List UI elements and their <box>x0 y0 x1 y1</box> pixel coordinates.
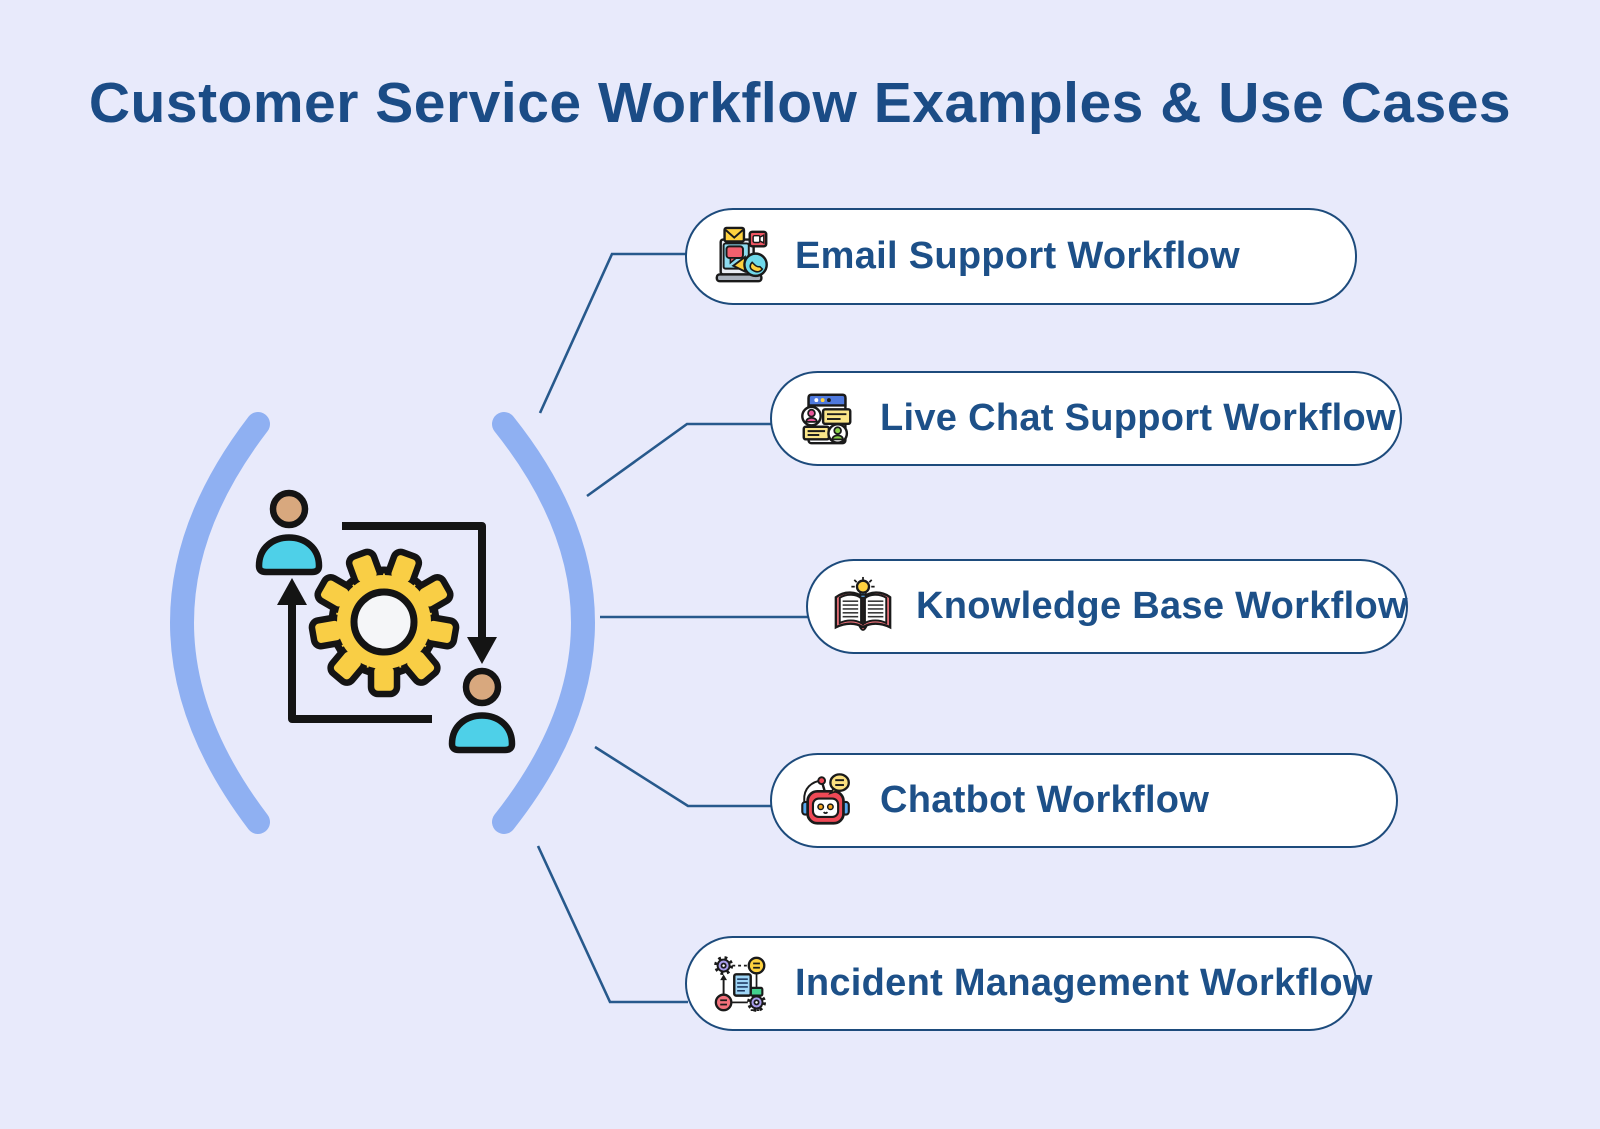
connector-line-email <box>538 252 688 414</box>
connector-line-incident <box>536 845 688 1004</box>
workflow-node-email-support: Email Support Workflow <box>685 208 1357 305</box>
node-label: Chatbot Workflow <box>880 779 1210 821</box>
chatbot-icon <box>801 772 850 825</box>
incident-management-icon <box>714 955 767 1012</box>
email-support-icon <box>715 226 768 282</box>
person-icon-top-left <box>255 489 323 576</box>
connector-lines <box>536 252 810 1004</box>
workflow-node-chatbot: Chatbot Workflow <box>770 753 1398 848</box>
node-label: Live Chat Support Workflow <box>880 397 1396 439</box>
live-chat-support-icon <box>801 393 852 444</box>
page-title: Customer Service Workflow Examples & Use… <box>88 71 1512 135</box>
bracket-left <box>170 412 270 834</box>
connector-line-live-chat <box>586 422 774 498</box>
bracket-right <box>492 412 595 834</box>
workflow-node-knowledge-base: Knowledge Base Workflow <box>806 559 1408 654</box>
node-label: Knowledge Base Workflow <box>916 585 1408 627</box>
workflow-node-incident-management: Incident Management Workflow <box>685 936 1372 1031</box>
node-label: Incident Management Workflow <box>795 962 1373 1004</box>
node-label: Email Support Workflow <box>795 235 1241 277</box>
knowledge-base-icon <box>834 576 892 631</box>
center-gear-icon <box>308 548 460 698</box>
workflow-node-live-chat: Live Chat Support Workflow <box>770 371 1402 466</box>
cycle-arrows-icon <box>277 522 497 723</box>
connector-line-chatbot <box>594 745 774 808</box>
person-icon-bottom-right <box>448 667 516 754</box>
